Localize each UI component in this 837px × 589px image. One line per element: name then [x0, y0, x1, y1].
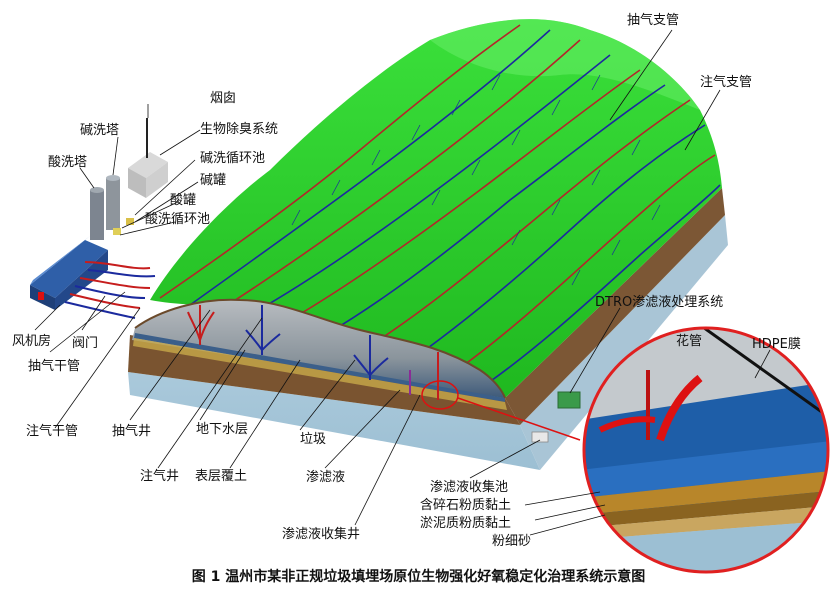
label-inject-main: 注气干管 [26, 424, 79, 439]
zoom-detail [584, 328, 828, 572]
bio-deodor-unit [128, 152, 168, 178]
leader-lines [34, 29, 771, 536]
label-dtro: DTRO渗滤液处理系统 [595, 295, 724, 310]
label-flower-pipe: 花管 [676, 334, 703, 349]
bio-deodor-side [128, 168, 146, 198]
garbage-layer [134, 333, 505, 402]
zoom-arrow [457, 397, 581, 441]
label-leachate-pool: 渗滤液收集池 [430, 480, 509, 495]
label-extract-well: 抽气井 [112, 424, 152, 439]
label-fine-sand: 粉细砂 [492, 534, 532, 549]
dtro-unit [557, 391, 581, 409]
label-topsoil: 表层覆土 [195, 469, 248, 484]
label-fan-room: 风机房 [12, 334, 52, 349]
wells [187, 305, 439, 400]
fan-room-door [38, 292, 44, 300]
label-leachate: 渗滤液 [306, 470, 346, 485]
alkali-tank [126, 218, 134, 225]
alkali-tower [106, 175, 120, 230]
label-garbage: 垃圾 [300, 432, 327, 447]
label-inject-well: 注气井 [140, 469, 180, 484]
topsoil-line [134, 298, 506, 399]
label-hdpe: HDPE膜 [752, 337, 801, 352]
label-acid-pool: 酸洗循环池 [145, 212, 211, 227]
pipe-network [159, 24, 721, 393]
pipe-ticks [291, 74, 661, 286]
label-silt-clay: 淤泥质粉质黏土 [420, 516, 512, 531]
label-gravel-clay: 含碎石粉质黏土 [420, 498, 512, 513]
acid-tank [113, 228, 121, 235]
leachate-pool [531, 431, 549, 443]
label-chimney: 烟囱 [210, 91, 237, 106]
label-alkali-pool: 碱洗循环池 [200, 151, 266, 166]
label-acid-tower: 酸洗塔 [48, 155, 88, 170]
label-leachate-well: 渗滤液收集井 [282, 527, 361, 542]
soil-slab-right [505, 188, 725, 425]
label-inject-branch: 注气支管 [700, 75, 753, 90]
zoom-circle [582, 326, 830, 574]
label-valve: 阀门 [72, 336, 99, 351]
label-extract-main: 抽气干管 [28, 359, 81, 374]
zoom-marker [421, 380, 459, 410]
fan-room-side [55, 250, 108, 310]
fan-room [30, 240, 108, 298]
figure-caption: 图 1 温州市某非正规垃圾填埋场原位生物强化好氧稳定化治理系统示意图 [191, 569, 646, 585]
acid-tower [90, 187, 104, 240]
label-extract-branch: 抽气支管 [627, 13, 680, 28]
label-alkali-tower: 碱洗塔 [80, 123, 120, 138]
cross-section [132, 299, 505, 398]
label-bio-deodor: 生物除臭系统 [200, 122, 279, 137]
label-groundwater: 地下水层 [196, 422, 249, 437]
leachate-layer [133, 338, 507, 410]
groundwater-base [128, 372, 540, 470]
label-alkali-tank: 碱罐 [200, 173, 227, 188]
bio-deodor-front [146, 162, 168, 198]
label-acid-tank: 酸罐 [170, 193, 197, 208]
